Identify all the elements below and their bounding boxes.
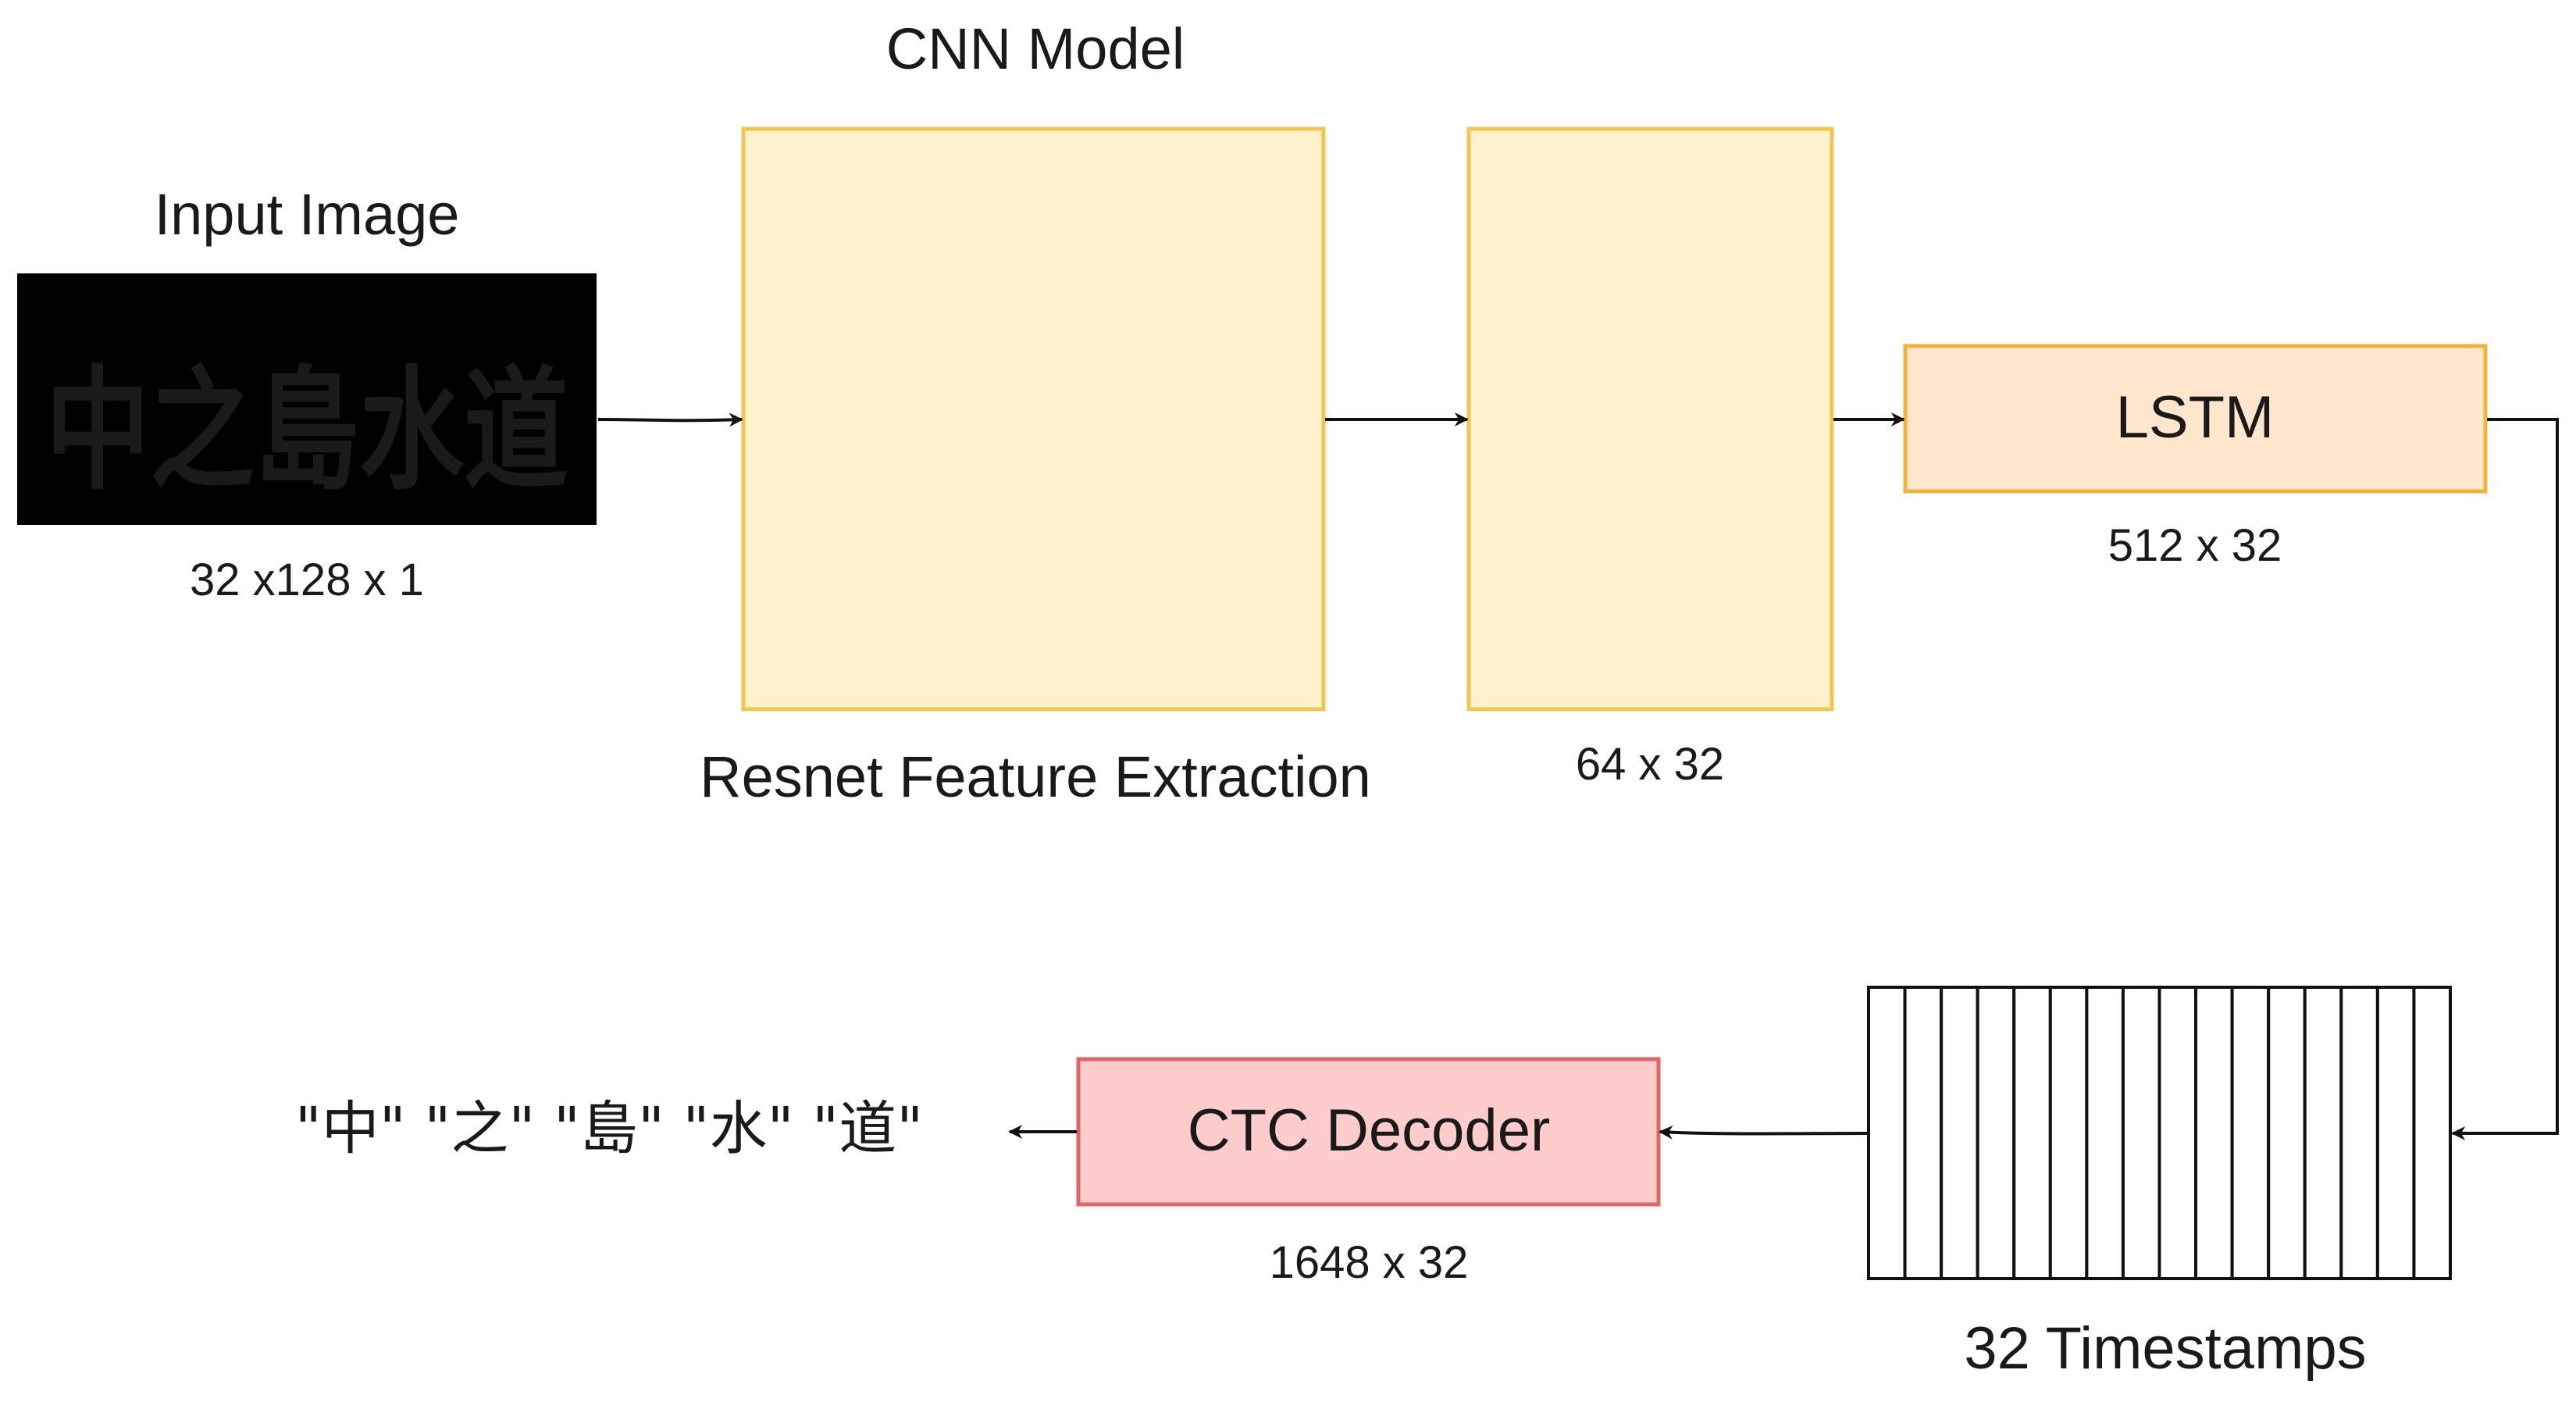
- cnn-model-title: CNN Model: [886, 16, 1185, 81]
- input-image-title: Input Image: [155, 182, 460, 247]
- input-image-dims: 32 x128 x 1: [190, 555, 424, 605]
- ctc-decoder-block: [1076, 1057, 1661, 1207]
- lstm-block: [1903, 344, 2488, 494]
- timestamp-slot: [2048, 986, 2089, 1280]
- input-image-text: 中之島水道: [45, 354, 568, 508]
- timestamp-slot: [2012, 986, 2052, 1280]
- feature-block: [1466, 127, 1834, 712]
- timestamp-slot: [2375, 986, 2416, 1280]
- timestamps-label: 32 Timestamps: [1964, 1315, 2366, 1382]
- timestamp-slot: [2267, 986, 2307, 1280]
- ctc-decoder-dims: 1648 x 32: [1270, 1237, 1469, 1288]
- input-image: 中之島水道: [17, 273, 597, 525]
- arrow-lstm-to-timestamps: [2451, 418, 2559, 1140]
- output-text: "中" "之" "島" "水" "道": [295, 1095, 923, 1162]
- arrow-input-to-resnet: [597, 412, 743, 427]
- timestamp-slot: [2339, 986, 2379, 1280]
- timestamp-slot: [1867, 986, 1907, 1280]
- timestamp-slot: [1976, 986, 2016, 1280]
- timestamp-slot: [1903, 986, 1944, 1280]
- timestamp-slot: [2412, 986, 2452, 1280]
- timestamp-slot: [2085, 986, 2125, 1280]
- feature-block-dims: 64 x 32: [1576, 739, 1724, 790]
- resnet-caption: Resnet Feature Extraction: [700, 744, 1371, 809]
- lstm-dims: 512 x 32: [2108, 520, 2282, 571]
- input-image-background: [17, 273, 597, 525]
- timestamp-slot: [2194, 986, 2234, 1280]
- timestamps-grid: [1867, 986, 2452, 1280]
- resnet-block: [741, 127, 1326, 712]
- arrow-timestamps-to-ctc: [1659, 1125, 1869, 1140]
- timestamp-slot: [1940, 986, 1979, 1280]
- lstm-label: LSTM: [2116, 384, 2275, 451]
- timestamp-slot: [2121, 986, 2161, 1280]
- timestamp-slot: [2230, 986, 2271, 1280]
- ctc-decoder-label: CTC Decoder: [1188, 1097, 1551, 1164]
- timestamp-slot: [2303, 986, 2343, 1280]
- timestamp-slot: [2157, 986, 2198, 1280]
